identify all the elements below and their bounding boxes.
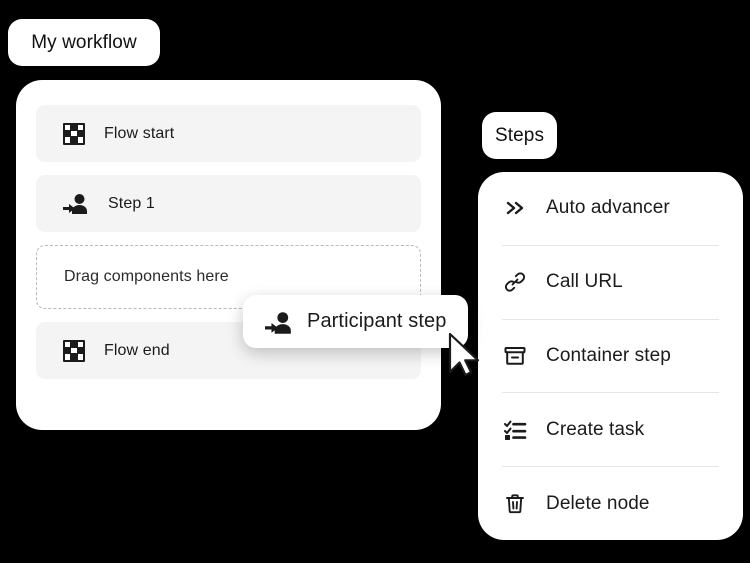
workflow-node-step-1[interactable]: Step 1	[36, 175, 421, 232]
step-item-label: Container step	[546, 344, 671, 366]
step-item-delete-node[interactable]: Delete node	[502, 467, 719, 540]
checkerboard-flag-icon	[63, 339, 85, 362]
workflow-dropzone[interactable]: Drag components here	[36, 245, 421, 309]
participant-step-icon	[265, 311, 291, 334]
workflow-node-label: Step 1	[108, 194, 155, 212]
link-chain-icon	[502, 269, 528, 295]
drag-ghost-participant-step[interactable]: Participant step	[243, 295, 469, 348]
participant-step-icon	[63, 193, 89, 215]
step-item-label: Auto advancer	[546, 197, 670, 219]
step-item-label: Call URL	[546, 271, 623, 293]
workflow-title-pill[interactable]: My workflow	[8, 19, 160, 66]
step-item-auto-advancer[interactable]: Auto advancer	[502, 172, 719, 246]
trash-can-icon	[502, 491, 528, 517]
checklist-icon	[502, 417, 528, 443]
steps-panel: Auto advancer Call URL Container ste	[478, 172, 743, 540]
workflow-node-label: Flow end	[104, 341, 170, 359]
double-chevron-right-icon	[502, 195, 528, 221]
workflow-title-label: My workflow	[31, 31, 137, 53]
drag-ghost-label: Participant step	[307, 310, 447, 332]
steps-panel-title-pill[interactable]: Steps	[482, 112, 557, 159]
step-item-create-task[interactable]: Create task	[502, 393, 719, 468]
workflow-canvas-card: Flow start Step 1 Drag components here	[16, 80, 441, 430]
step-item-label: Create task	[546, 418, 645, 440]
workflow-node-list: Flow start Step 1 Drag components here	[36, 105, 421, 379]
step-item-label: Delete node	[546, 492, 650, 514]
step-item-call-url[interactable]: Call URL	[502, 246, 719, 320]
checkerboard-flag-icon	[63, 122, 85, 145]
workflow-node-label: Flow start	[104, 124, 175, 142]
steps-panel-title-label: Steps	[494, 124, 545, 146]
workflow-node-flow-start[interactable]: Flow start	[36, 105, 421, 162]
mouse-pointer-icon	[447, 332, 481, 378]
step-item-container-step[interactable]: Container step	[502, 320, 719, 394]
workflow-dropzone-label: Drag components here	[64, 268, 229, 285]
archive-box-icon	[502, 343, 528, 369]
